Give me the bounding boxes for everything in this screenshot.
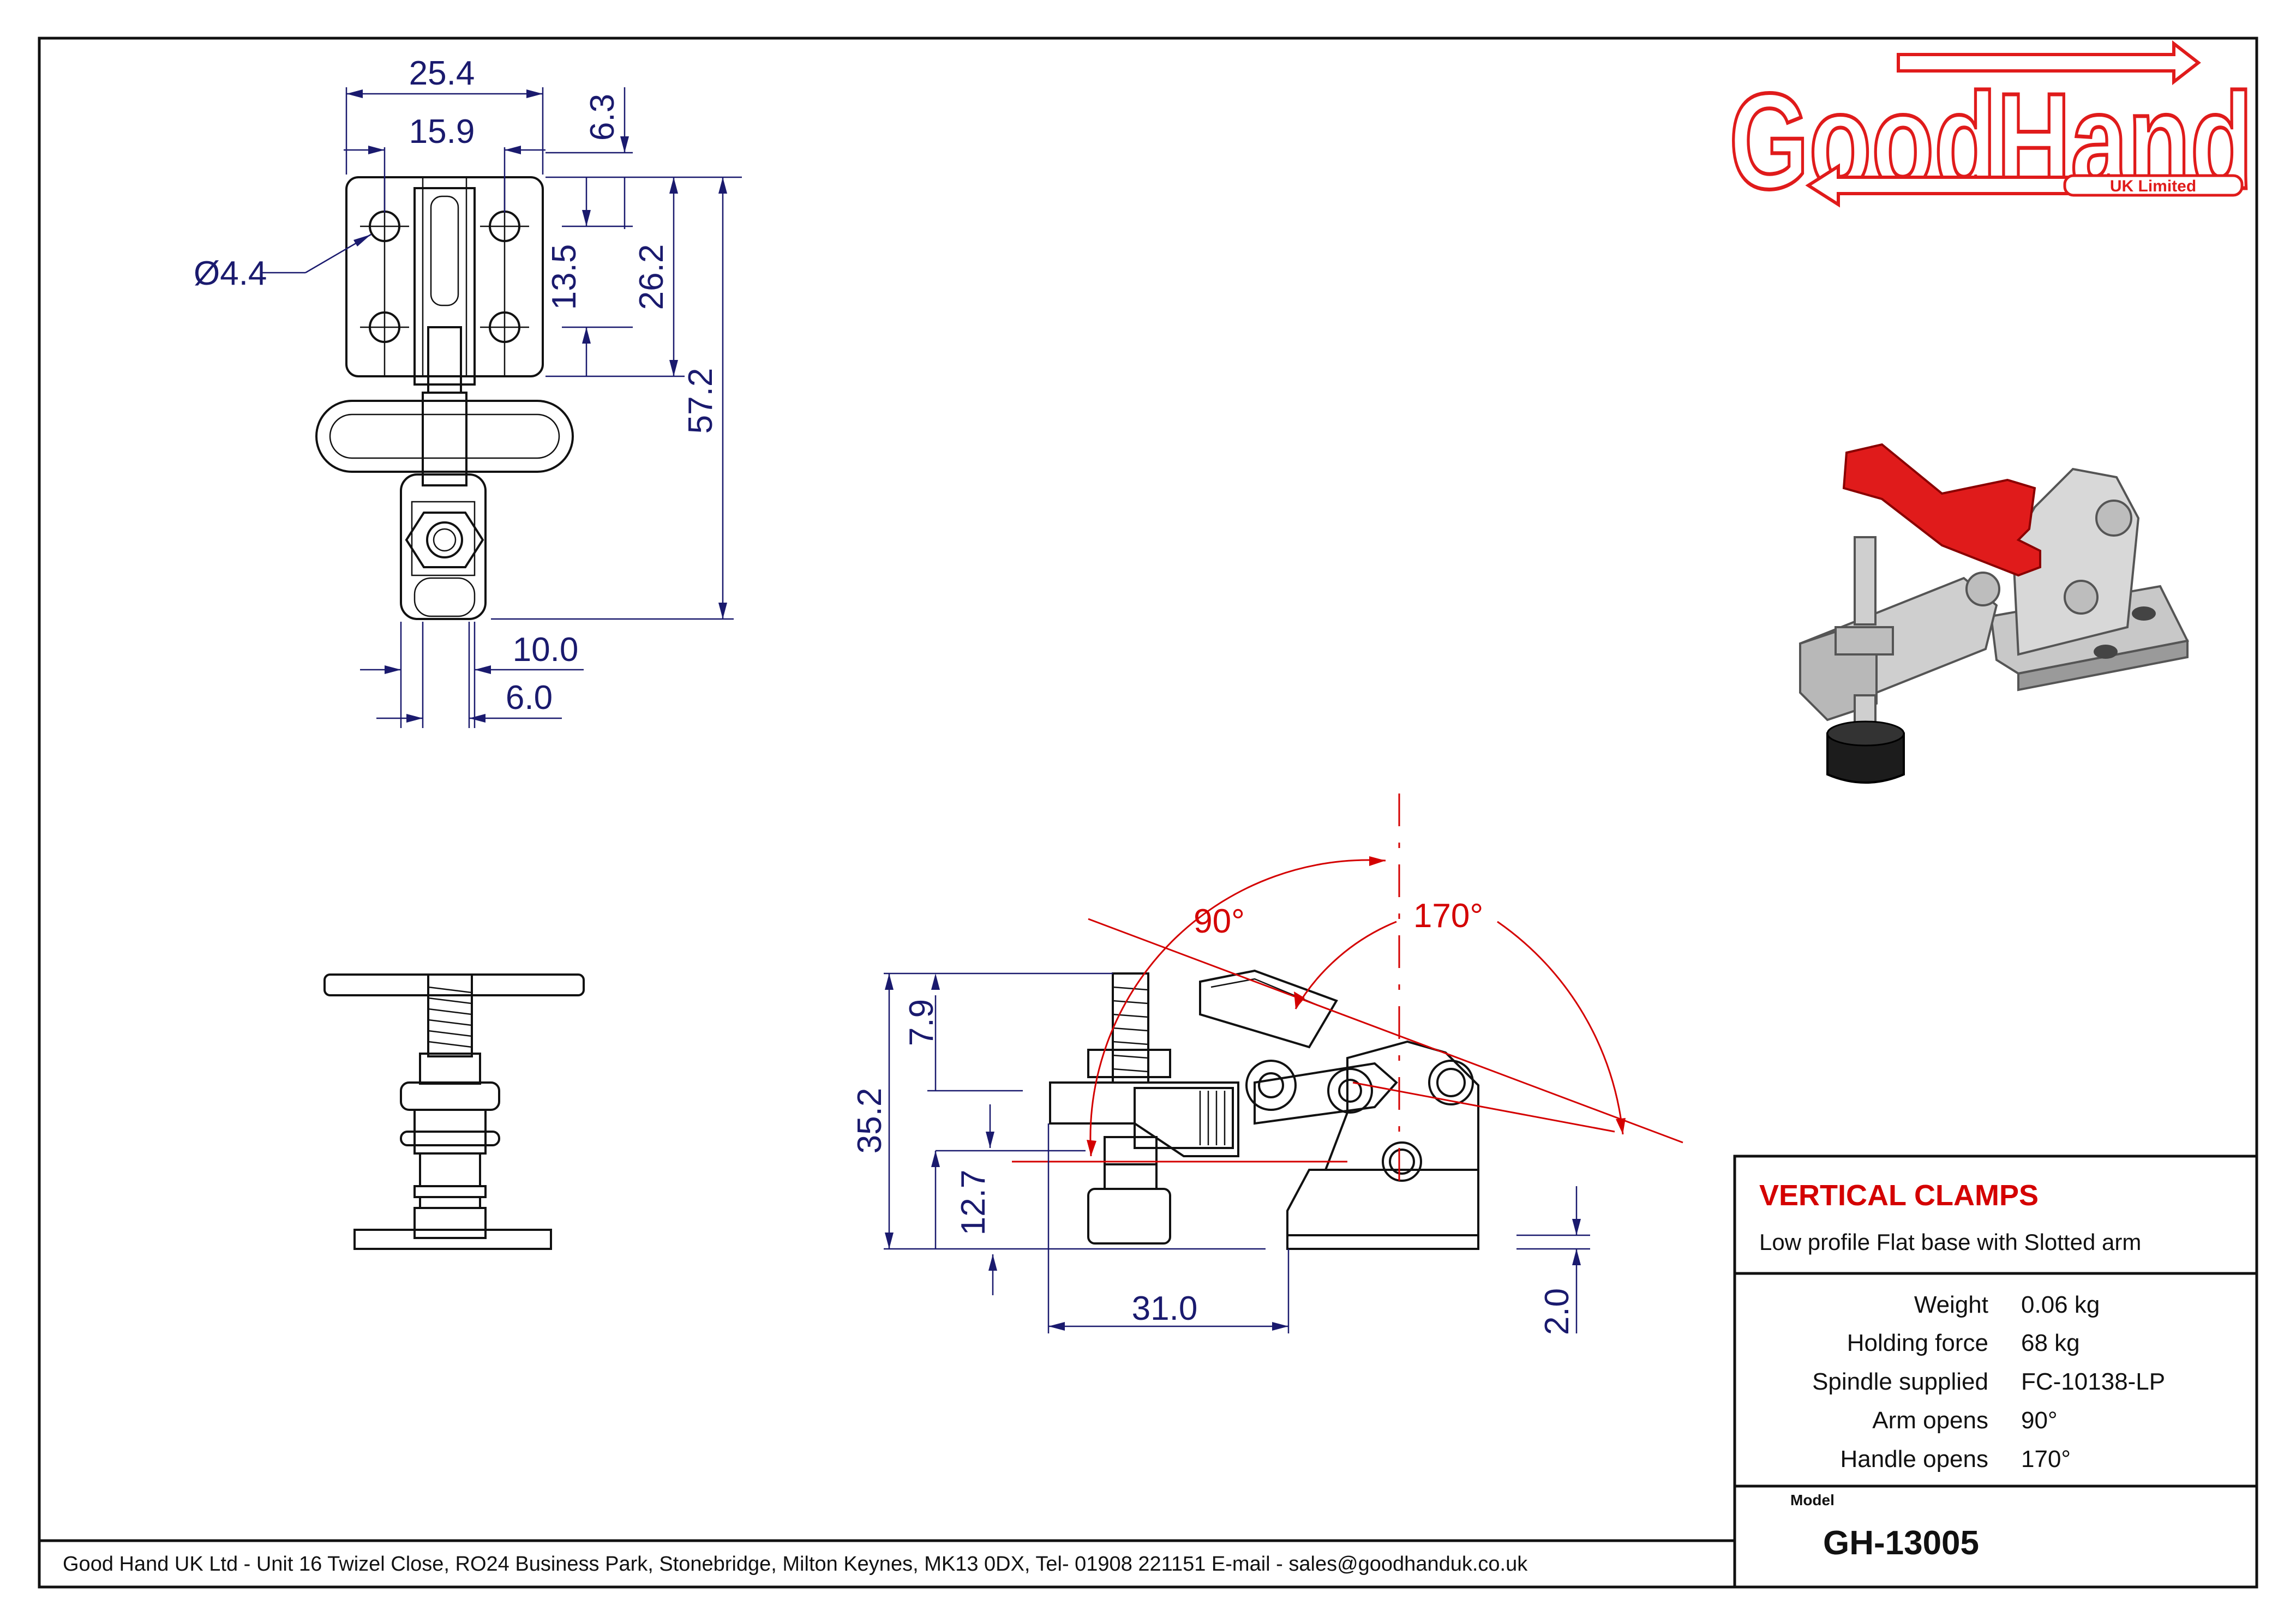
spec-label-arm-opens: Arm opens: [1872, 1407, 1988, 1434]
dim-top-thread: 7.9: [903, 999, 940, 1046]
dim-width-outer: 25.4: [409, 55, 475, 92]
dim-overall-height: 35.2: [851, 1088, 889, 1154]
logo-badge: [2063, 174, 2244, 197]
dim-spindle-to-base: 12.7: [955, 1170, 992, 1236]
spec-value-weight: 0.06 kg: [2021, 1291, 2100, 1318]
dim-arm-width: 10.0: [513, 631, 579, 669]
spec-label-spindle: Spindle supplied: [1812, 1368, 1988, 1395]
model-number: GH-13005: [1823, 1524, 1979, 1562]
angle-annotations: 90° 170°: [1012, 856, 1683, 1163]
spec-label-weight: Weight: [1914, 1291, 1988, 1318]
dim-width-inner: 15.9: [409, 113, 475, 151]
handle-red: [1842, 443, 2041, 577]
spec-value-spindle: FC-10138-LP: [2021, 1368, 2165, 1395]
top-view-dimensions: 25.4 15.9 6.3 Ø4.4 13.5 26.2: [194, 55, 742, 728]
product-isometric: [1799, 443, 2189, 784]
spec-label-holding-force: Holding force: [1847, 1330, 1988, 1356]
sheet-border: [38, 37, 2258, 1589]
angle-handle: 170°: [1413, 897, 1483, 935]
logo-arrow-right: [1897, 40, 2201, 86]
top-view: [315, 176, 574, 620]
logo-sub: UK Limited: [2110, 177, 2196, 195]
dim-overall-length: 57.2: [682, 368, 720, 434]
front-view: [323, 973, 585, 1250]
spec-value-holding-force: 68 kg: [2021, 1330, 2080, 1356]
spec-value-arm-opens: 90°: [2021, 1407, 2058, 1434]
angle-arm: 90°: [1194, 903, 1245, 940]
category-title: VERTICAL CLAMPS: [1759, 1179, 2039, 1212]
spec-value-handle-opens: 170°: [2021, 1446, 2071, 1472]
dim-top-offset: 6.3: [584, 94, 621, 141]
footer-address: Good Hand UK Ltd - Unit 16 Twizel Close,…: [63, 1553, 1528, 1576]
spec-label-handle-opens: Handle opens: [1840, 1446, 1988, 1472]
dim-spindle-width: 6.0: [506, 679, 553, 717]
dim-reach: 31.0: [1132, 1290, 1198, 1327]
dim-hole-dia: Ø4.4: [194, 255, 267, 292]
side-view-dimensions: 35.2 7.9 12.7 31.0 2.0: [851, 972, 1590, 1335]
goodhand-logo: GoodHand UK Limited: [1728, 40, 2255, 219]
title-block: VERTICAL CLAMPS Low profile Flat base wi…: [1733, 1155, 2258, 1589]
side-view: [1049, 794, 1479, 1250]
model-label: Model: [1790, 1492, 1835, 1508]
dim-base-thickness: 2.0: [1538, 1288, 1576, 1335]
dim-base-length: 26.2: [633, 244, 670, 310]
logo-arrow-left: [1805, 163, 2113, 208]
category-description: Low profile Flat base with Slotted arm: [1759, 1229, 2141, 1255]
dim-hole-pitch: 13.5: [545, 244, 583, 310]
